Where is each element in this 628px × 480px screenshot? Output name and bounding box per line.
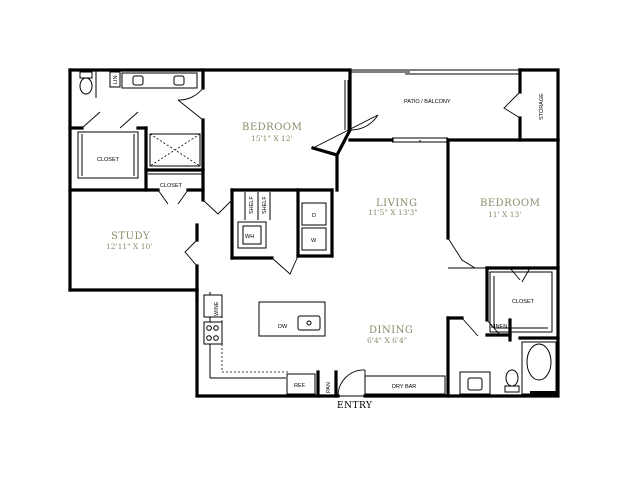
- closet-label-hall: CLOSET: [160, 183, 183, 189]
- room-labels: PATIO / BALCONY STORAGE BEDROOM 15'1" X …: [106, 93, 545, 411]
- wine-label: WINE: [214, 301, 220, 316]
- closet-label-bedroom2: CLOSET: [512, 299, 535, 305]
- bedroom1-name: BEDROOM: [242, 122, 302, 133]
- dryer-label: D: [312, 213, 316, 219]
- closet-label-bath: CLOSET: [97, 157, 120, 163]
- bath1-fixtures: LIN: [79, 70, 201, 167]
- closets: CLOSET CLOSET CLOSET LINEN: [77, 131, 553, 333]
- pan-label: PAN: [326, 382, 332, 393]
- kitchen: WINE DW REF. PAN: [203, 292, 332, 395]
- patio-label: PATIO / BALCONY: [404, 99, 451, 105]
- linen-label: LINEN: [491, 324, 507, 330]
- storage-label: STORAGE: [539, 93, 545, 120]
- bath2-fixtures: DRY BAR: [364, 341, 558, 396]
- entry-label: ENTRY: [337, 401, 373, 411]
- doors: [81, 87, 531, 397]
- lin-label: LIN: [113, 75, 119, 84]
- ref-label: REF.: [294, 383, 306, 389]
- interior-walls: [68, 68, 560, 398]
- patio-windows: [338, 69, 520, 397]
- living-name: LIVING: [376, 198, 418, 209]
- living-dim: 11'5" X 13'3": [368, 208, 418, 217]
- washer-label: W: [311, 238, 317, 244]
- dw-label: DW: [278, 324, 288, 330]
- study-name: STUDY: [111, 231, 150, 242]
- laundry: SHELF SHELF WH D W: [237, 192, 327, 251]
- wh-label: WH: [245, 234, 254, 240]
- bedroom2-name: BEDROOM: [480, 198, 540, 209]
- shelf-label-2: SHELF: [262, 196, 268, 214]
- dining-dim: 6'4" X 6'4": [367, 336, 407, 345]
- dining-name: DINING: [369, 325, 413, 336]
- dry-bar-label: DRY BAR: [392, 384, 416, 390]
- study-dim: 12'11" X 10': [106, 242, 152, 251]
- shelf-label-1: SHELF: [249, 196, 255, 214]
- bedroom2-dim: 11' X 13': [488, 210, 521, 219]
- bedroom1-dim: 15'1" X 12': [251, 134, 293, 143]
